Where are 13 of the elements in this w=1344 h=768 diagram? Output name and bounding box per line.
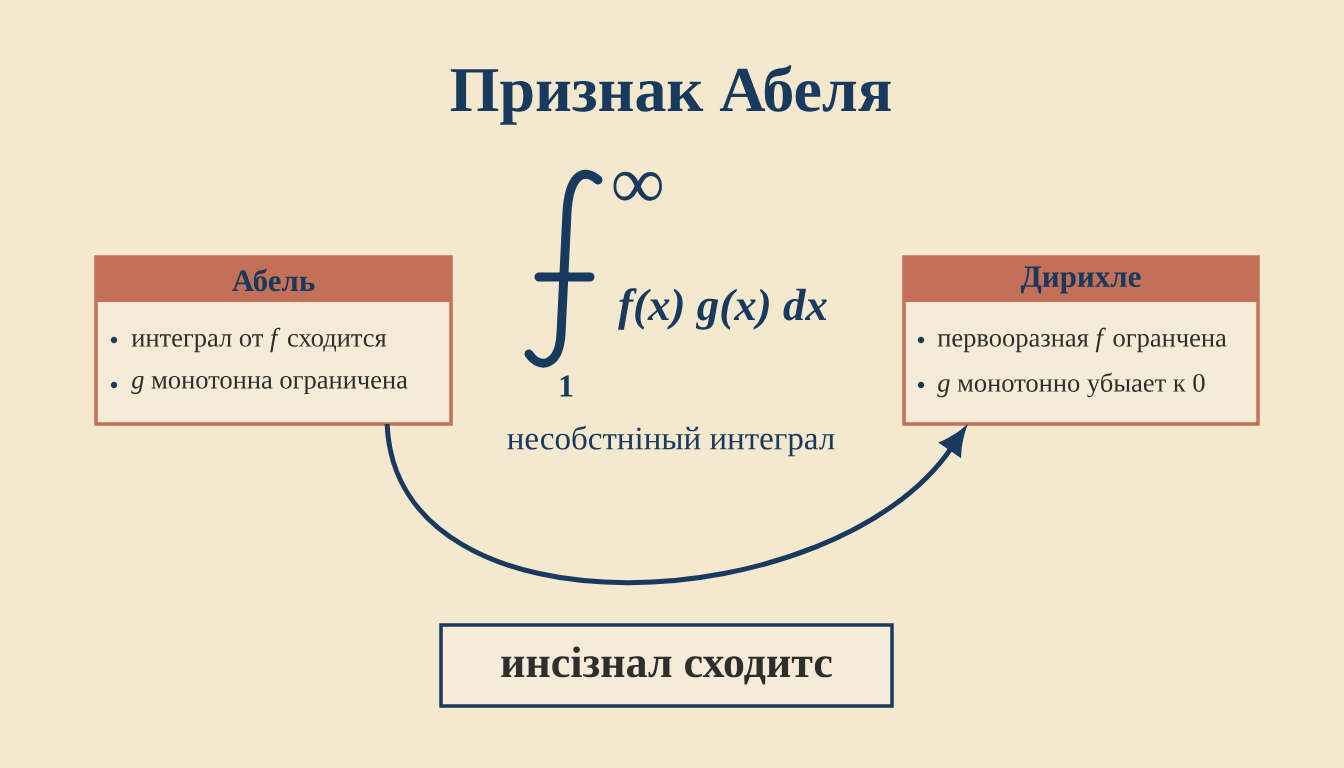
- integrand: f(x) g(x) dx: [618, 288, 827, 330]
- lower-limit: 1: [560, 375, 573, 397]
- result-box: инсізнал сходитс: [439, 623, 894, 708]
- list-item: g монотонно убыает к 0: [937, 372, 1205, 398]
- list-item: первооразная f огранчена: [937, 327, 1227, 353]
- card-header: Дирихле: [904, 257, 1258, 302]
- title: Признак Абеля: [450, 65, 891, 125]
- card-header: Абель: [96, 257, 451, 302]
- curved-arrow: [384, 423, 966, 586]
- list-item: интеграл от f сходится: [131, 327, 387, 353]
- list-item: g монотонна ограничена: [131, 375, 408, 395]
- upper-limit: ∞: [613, 171, 662, 201]
- formula-caption: несобстніный интеграл: [507, 425, 835, 457]
